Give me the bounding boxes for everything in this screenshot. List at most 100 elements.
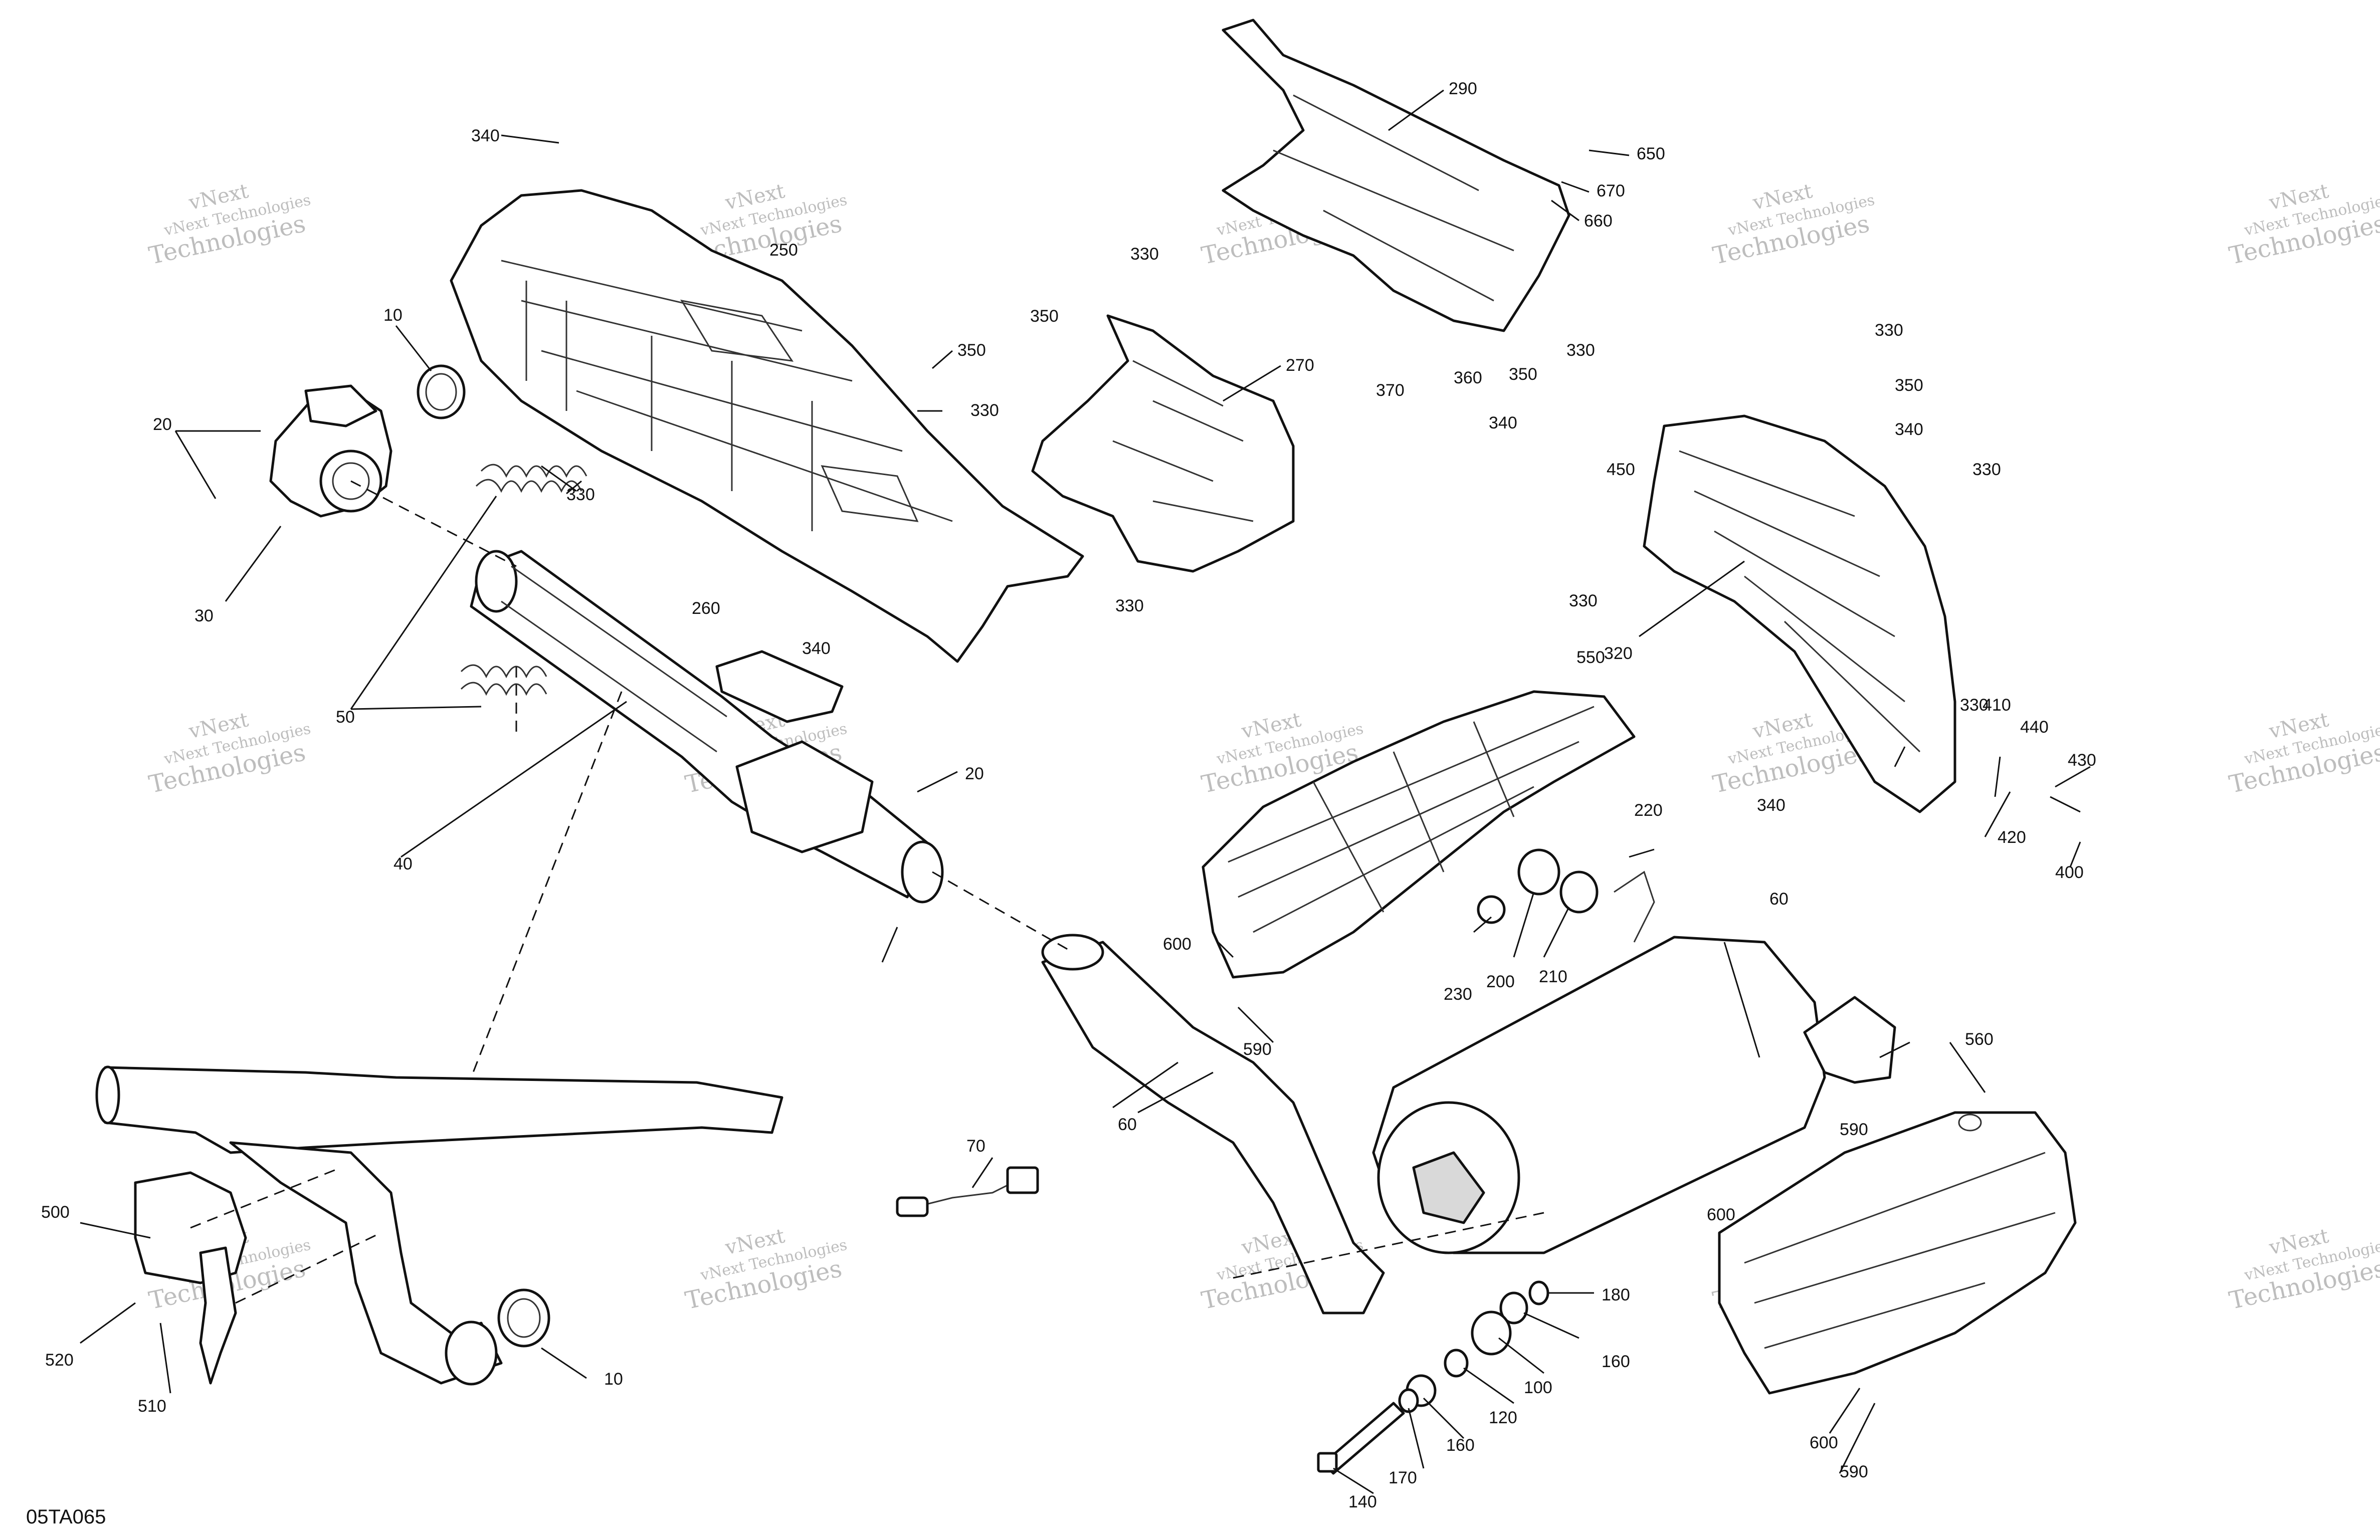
callout-340: 340 <box>1757 796 1786 815</box>
callout-330: 330 <box>1566 341 1595 360</box>
watermark: vNext vNext Technologies Technologies <box>146 708 312 799</box>
callout-270: 270 <box>1286 356 1314 375</box>
washer-170 <box>1398 1388 1419 1413</box>
callout-660: 660 <box>1584 211 1613 231</box>
muffler-inlet-pipe <box>1041 934 1385 1314</box>
exhaust-elbow <box>269 384 392 518</box>
muffler <box>1372 870 1896 1254</box>
callout-170: 170 <box>1389 1468 1417 1487</box>
callout-60: 60 <box>1118 1115 1137 1134</box>
callout-180: 180 <box>1602 1285 1630 1304</box>
watermark: vNext vNext Technologies Technologies <box>683 1224 849 1315</box>
callout-10: 10 <box>383 306 403 325</box>
bracket-510 <box>199 1246 237 1385</box>
callout-330: 330 <box>1972 460 2001 479</box>
callout-600: 600 <box>1707 1205 1735 1224</box>
callout-600: 600 <box>1163 935 1192 954</box>
callout-330: 330 <box>1960 696 1989 715</box>
callout-590: 590 <box>1840 1462 1868 1481</box>
watermark: vNext vNext Technologies Technologies <box>2227 708 2380 799</box>
callout-590: 590 <box>1840 1120 1868 1139</box>
callout-360: 360 <box>1454 368 1482 387</box>
washer-180 <box>1528 1280 1549 1305</box>
callout-250: 250 <box>769 241 798 260</box>
callout-340: 340 <box>1895 420 1923 439</box>
callout-20: 20 <box>153 415 172 434</box>
callout-550: 550 <box>1576 648 1605 667</box>
callout-450: 450 <box>1607 460 1635 479</box>
callout-670: 670 <box>1597 181 1625 200</box>
callout-340: 340 <box>471 126 500 145</box>
heat-shield-270 <box>1031 314 1295 573</box>
isolator-210 <box>1559 870 1599 914</box>
watermark: vNext vNext Technologies Technologies <box>2227 179 2380 270</box>
callout-60: 60 <box>1769 890 1789 909</box>
gasket-ring-upper <box>417 364 466 419</box>
isolator-200 <box>1517 848 1560 896</box>
exhaust-pipe-lower <box>95 1065 783 1386</box>
callout-20: 20 <box>965 764 984 783</box>
callout-70: 70 <box>966 1137 985 1156</box>
callout-330: 330 <box>1569 591 1598 610</box>
callout-410: 410 <box>1982 696 2011 715</box>
callout-400: 400 <box>2055 863 2084 882</box>
callout-340: 340 <box>802 639 831 658</box>
callout-500: 500 <box>41 1203 70 1222</box>
callout-420: 420 <box>1998 828 2026 847</box>
callout-350: 350 <box>1509 365 1537 384</box>
callout-350: 350 <box>957 341 986 360</box>
callout-50: 50 <box>336 708 355 727</box>
parts <box>95 19 2077 1475</box>
callout-330: 330 <box>1115 596 1144 615</box>
callout-160: 160 <box>1602 1352 1630 1371</box>
callout-220: 220 <box>1634 801 1663 820</box>
gasket-260 <box>715 650 844 723</box>
callout-350: 350 <box>1030 307 1059 326</box>
callout-320: 320 <box>1604 644 1633 663</box>
gasket-ring-lower-inner <box>507 1298 541 1338</box>
callout-290: 290 <box>1449 79 1477 98</box>
callout-340: 340 <box>1489 413 1517 432</box>
gasket-ring-lower <box>497 1288 550 1348</box>
callout-350: 350 <box>1895 376 1923 395</box>
grommet-100 <box>1471 1310 1512 1356</box>
callout-10: 10 <box>604 1370 623 1389</box>
callout-120: 120 <box>1489 1408 1517 1427</box>
watermark: vNext vNext Technologies Technologies <box>2227 1224 2380 1315</box>
heat-shield-560 <box>1718 1111 2077 1395</box>
callout-30: 30 <box>194 606 214 625</box>
washer-160-upper <box>1499 1291 1528 1325</box>
watermark: vNext vNext Technologies Technologies <box>1710 179 1876 270</box>
oxygen-sensor <box>896 1166 1039 1217</box>
callout-430: 430 <box>2068 751 2096 770</box>
callout-260: 260 <box>692 599 720 618</box>
callout-160: 160 <box>1446 1436 1475 1455</box>
callout-520: 520 <box>45 1351 74 1370</box>
callout-600: 600 <box>1810 1433 1838 1452</box>
leader-lines <box>80 89 2091 1494</box>
callouts: 340 290 650 670 660 10 250 330 350 330 2… <box>41 79 2096 1511</box>
alignment-lines <box>190 480 1544 1304</box>
callout-200: 200 <box>1486 972 1515 991</box>
callout-330: 330 <box>970 401 999 420</box>
callout-230: 230 <box>1444 985 1472 1004</box>
callout-590: 590 <box>1243 1040 1272 1059</box>
bolt-140-head <box>1317 1452 1338 1473</box>
exhaust-pipe-catalyst <box>470 550 944 904</box>
callout-510: 510 <box>138 1397 166 1416</box>
callout-440: 440 <box>2020 718 2049 737</box>
spacer-120 <box>1444 1349 1469 1378</box>
diagram-code: 05TA065 <box>26 1506 106 1528</box>
heat-shield-upper <box>450 189 1084 663</box>
callout-140: 140 <box>1348 1492 1377 1511</box>
heat-shield-290 <box>1222 19 1570 332</box>
heat-shield-550 <box>1202 690 1636 979</box>
callout-210: 210 <box>1539 967 1567 986</box>
heat-shield-320 <box>1643 414 1956 813</box>
callout-330: 330 <box>566 485 595 504</box>
callout-330: 330 <box>1875 321 1903 340</box>
callout-370: 370 <box>1376 381 1405 400</box>
gasket-ring-upper-inner <box>425 373 457 411</box>
spring-lower <box>460 664 547 696</box>
